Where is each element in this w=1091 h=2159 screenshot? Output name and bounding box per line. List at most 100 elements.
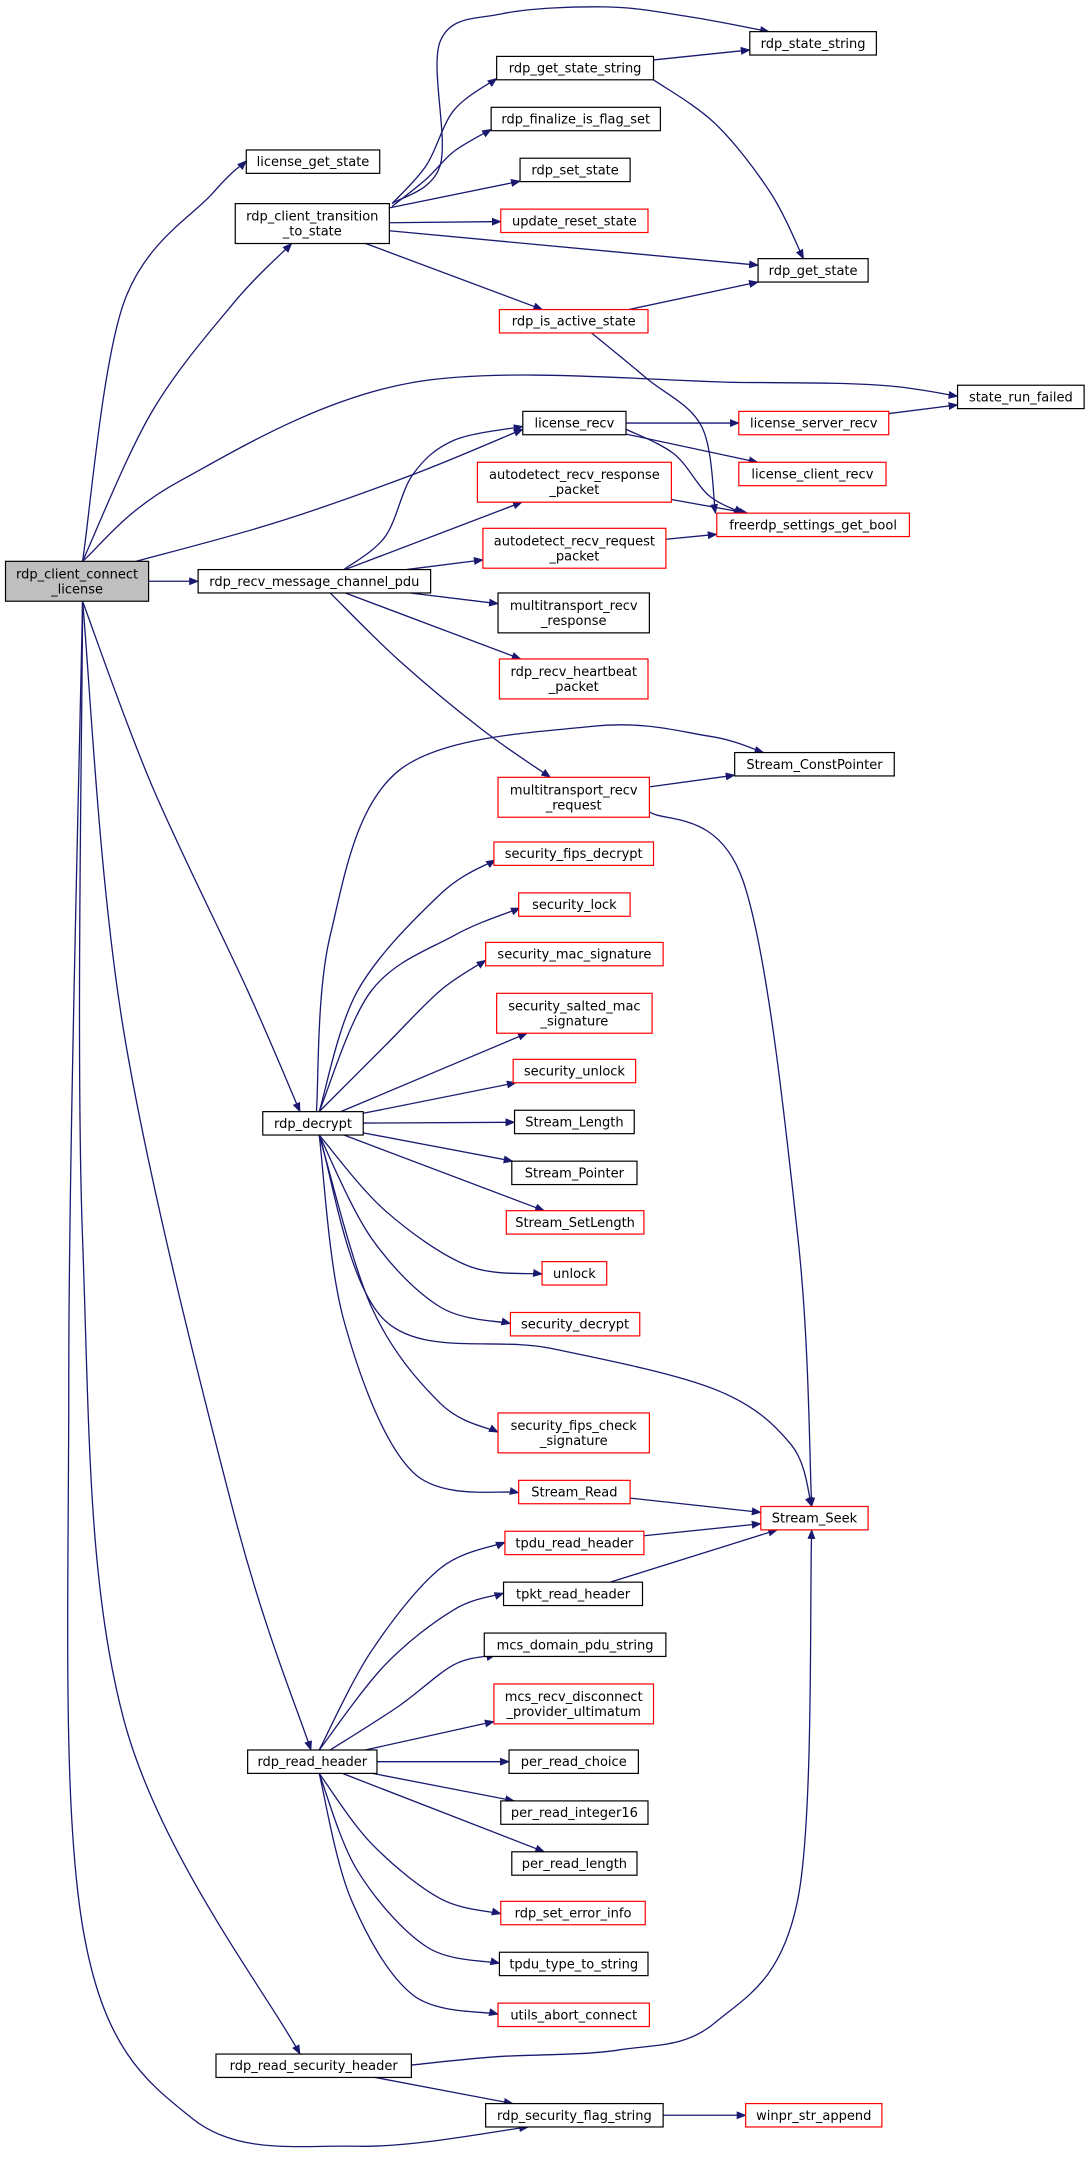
node-stream-pointer[interactable]: Stream_Pointer (511, 1160, 638, 1186)
node-label: update_reset_state (512, 214, 637, 229)
node-rdp-set-error-info[interactable]: rdp_set_error_info (500, 1900, 646, 1926)
node-rdp-finalize-is-flag-set[interactable]: rdp_finalize_is_flag_set (490, 106, 661, 132)
node-box (502, 1581, 644, 1607)
edge-rdp-client-transition-to-state-to-rdp-finalize-is-flag-set (391, 128, 493, 207)
edge-tpkt-read-header-to-stream-seek (610, 1528, 779, 1583)
node-box (215, 2053, 412, 2079)
node-rdp-state-string[interactable]: rdp_state_string (749, 31, 877, 56)
node-box (522, 410, 627, 436)
node-rdp-recv-heartbeat-packet[interactable]: rdp_recv_heartbeat_packet (498, 658, 649, 700)
node-license-get-state[interactable]: license_get_state (245, 149, 381, 174)
node-autodetect-recv-request-packet[interactable]: autodetect_recv_request_packet (482, 527, 667, 569)
node-security-fips-decrypt[interactable]: security_fips_decrypt (493, 841, 655, 866)
node-per-read-choice[interactable]: per_read_choice (508, 1749, 639, 1774)
node-update-reset-state[interactable]: update_reset_state (500, 208, 649, 234)
node-label: rdp_read_header (257, 1755, 367, 1770)
node-tpkt-read-header[interactable]: tpkt_read_header (502, 1581, 644, 1607)
node-label: license_client_recv (751, 467, 873, 482)
node-stream-seek[interactable]: Stream_Seek (760, 1505, 869, 1531)
node-label: mcs_recv_disconnect (505, 1690, 643, 1705)
node-box (500, 1800, 649, 1825)
node-stream-length[interactable]: Stream_Length (513, 1109, 635, 1135)
node-per-read-length[interactable]: per_read_length (511, 1851, 638, 1876)
node-label: multitransport_recv (510, 599, 638, 614)
node-mcs-recv-disconnect-provider-ultimatum[interactable]: mcs_recv_disconnect_provider_ultimatum (493, 1683, 655, 1725)
node-tpdu-read-header[interactable]: tpdu_read_header (504, 1530, 645, 1556)
edge-rdp-decrypt-to-security-fips-decrypt (318, 859, 497, 1112)
node-rdp-is-active-state[interactable]: rdp_is_active_state (498, 308, 649, 334)
node-box (490, 106, 661, 132)
edge-rdp-is-active-state-to-rdp-get-state (628, 279, 760, 311)
node-rdp-client-connect-license[interactable]: rdp_client_connect_license (4, 560, 150, 602)
node-multitransport-recv-request[interactable]: multitransport_recv_request (497, 776, 650, 818)
node-box (493, 841, 655, 866)
edge-rdp-read-header-to-per-read-length (342, 1772, 546, 1853)
edge-stream-read-to-stream-seek (630, 1497, 762, 1516)
node-autodetect-recv-response-packet[interactable]: autodetect_recv_response_packet (476, 461, 672, 503)
edge-rdp-client-transition-to-state-to-rdp-get-state-string (391, 77, 498, 205)
node-utils-abort-connect[interactable]: utils_abort_connect (497, 2002, 650, 2028)
node-label: unlock (553, 1267, 596, 1282)
node-security-mac-signature[interactable]: security_mac_signature (485, 941, 664, 967)
edge-rdp-client-connect-license-to-state-run-failed (82, 374, 959, 562)
node-box (4, 560, 150, 602)
node-box (498, 1951, 649, 1977)
node-rdp-read-header[interactable]: rdp_read_header (247, 1749, 378, 1774)
node-box (197, 568, 432, 594)
node-stream-read[interactable]: Stream_Read (518, 1479, 631, 1505)
node-security-fips-check-signature[interactable]: security_fips_check_signature (497, 1412, 650, 1454)
node-rdp-client-transition-to-state[interactable]: rdp_client_transition_to_state (234, 203, 390, 245)
node-label: per_read_length (522, 1857, 627, 1872)
edge-rdp-decrypt-to-stream-setlength (343, 1134, 546, 1212)
edge-rdp-decrypt-to-security-mac-signature (318, 959, 487, 1113)
node-security-unlock[interactable]: security_unlock (512, 1058, 637, 1084)
node-per-read-integer16[interactable]: per_read_integer16 (500, 1800, 649, 1825)
node-stream-constpointer[interactable]: Stream_ConstPointer (734, 751, 895, 777)
node-label: license_get_state (257, 155, 370, 170)
node-label: security_fips_check (511, 1419, 638, 1434)
node-label: rdp_read_security_header (230, 2059, 399, 2074)
node-unlock[interactable]: unlock (541, 1260, 608, 1286)
node-box (734, 751, 895, 777)
node-security-decrypt[interactable]: security_decrypt (509, 1311, 641, 1337)
node-license-recv[interactable]: license_recv (522, 410, 627, 436)
node-rdp-get-state[interactable]: rdp_get_state (757, 258, 869, 283)
node-rdp-decrypt[interactable]: rdp_decrypt (262, 1111, 364, 1136)
node-license-server-recv[interactable]: license_server_recv (738, 410, 890, 436)
node-label: security_fips_decrypt (505, 847, 643, 862)
node-stream-setlength[interactable]: Stream_SetLength (505, 1210, 645, 1235)
node-license-client-recv[interactable]: license_client_recv (738, 461, 887, 487)
node-label: security_unlock (524, 1065, 626, 1080)
node-tpdu-type-to-string[interactable]: tpdu_type_to_string (498, 1951, 649, 1977)
node-security-salted-mac-signature[interactable]: security_salted_mac_signature (496, 992, 653, 1034)
node-freerdp-settings-get-bool[interactable]: freerdp_settings_get_bool (716, 512, 910, 538)
node-label: autodetect_recv_request (494, 534, 655, 549)
node-label: _to_state (282, 225, 342, 240)
edge-rdp-read-header-to-tpdu-type-to-string (318, 1773, 501, 1966)
node-label: Stream_SetLength (515, 1216, 635, 1231)
node-box (511, 1160, 638, 1186)
node-winpr-str-append[interactable]: winpr_str_append (745, 2102, 883, 2128)
node-security-lock[interactable]: security_lock (518, 892, 631, 917)
node-rdp-recv-message-channel-pdu[interactable]: rdp_recv_message_channel_pdu (197, 568, 432, 594)
node-rdp-security-flag-string[interactable]: rdp_security_flag_string (485, 2102, 664, 2128)
node-box (497, 776, 650, 818)
node-label: _response (540, 614, 607, 629)
edge-rdp-read-header-to-utils-abort-connect (318, 1773, 500, 2017)
edge-rdp-decrypt-to-security-decrypt (318, 1134, 512, 1326)
edge-rdp-read-header-to-tpdu-read-header (318, 1541, 506, 1751)
edge-rdp-read-security-header-to-stream-seek (411, 1528, 816, 2066)
node-multitransport-recv-response[interactable]: multitransport_recv_response (497, 592, 650, 634)
node-label: security_lock (532, 898, 617, 913)
node-rdp-read-security-header[interactable]: rdp_read_security_header (215, 2053, 412, 2079)
node-box (519, 157, 631, 183)
node-mcs-domain-pdu-string[interactable]: mcs_domain_pdu_string (483, 1632, 667, 1658)
node-rdp-get-state-string[interactable]: rdp_get_state_string (496, 55, 655, 81)
node-label: _signature (540, 1014, 609, 1029)
edge-rdp-recv-message-channel-pdu-to-autodetect-recv-request-packet (406, 557, 484, 571)
node-box (738, 410, 890, 436)
node-box (234, 203, 390, 245)
node-rdp-set-state[interactable]: rdp_set_state (519, 157, 631, 183)
edge-rdp-decrypt-to-stream-length (363, 1118, 516, 1127)
node-state-run-failed[interactable]: state_run_failed (956, 384, 1085, 410)
